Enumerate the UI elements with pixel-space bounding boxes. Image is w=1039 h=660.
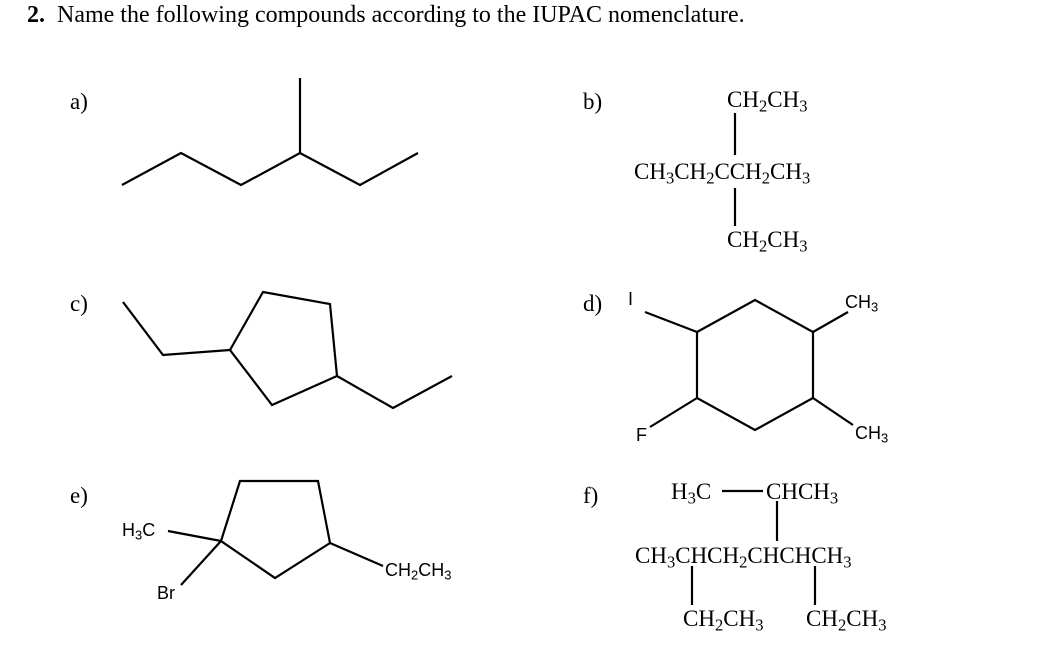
structure-e-bond-ethyl [329,541,384,568]
question-heading: 2. Name the following compounds accordin… [27,3,745,27]
f-main-chain: CH3CHCH2CHCHCH3 [635,543,852,572]
b-ethyl-bottom: CH2CH3 [727,227,808,256]
structure-d-bond-f [649,397,698,428]
b-main-chain: CH3CH2CCH2CH3 [634,159,811,188]
part-d-label: d) [583,291,603,316]
f-ethyl-right: CH2CH3 [806,606,887,635]
b-ethyl-top: CH2CH3 [727,87,808,116]
e-bromo: Br [157,583,175,603]
structure-c-ring [228,290,339,407]
e-methyl: H3C [122,520,156,543]
structure-d-bond-ch3-bottom [812,397,854,426]
part-f-label: f) [583,483,599,508]
part-e-label: e) [70,483,88,508]
d-methyl-bottom: CH3 [855,423,889,446]
f-chch3: CHCH3 [766,479,839,508]
question-number: 2. [27,2,45,28]
structure-a-chain [121,151,419,187]
part-b-label: b) [583,89,603,114]
structure-d-ring [695,298,815,432]
f-ethyl-left: CH2CH3 [683,606,764,635]
structure-c-ethyl-right [336,375,453,410]
f-h3c: H3C [671,479,712,508]
d-iodo: I [628,289,634,309]
structure-e-bond-br [180,540,222,586]
d-methyl-top: CH3 [845,292,879,315]
structure-c-ethyl-left [122,301,231,357]
structure-e-ring [219,479,332,580]
question-text: Name the following compounds according t… [57,2,745,28]
structure-e-bond-h3c [167,529,222,543]
part-a-label: a) [70,89,88,114]
structure-d-bond-ch3-top [812,311,849,333]
d-fluoro: F [636,425,647,445]
e-ethyl: CH2CH3 [385,560,452,583]
structure-d-bond-i [644,310,698,334]
part-c-label: c) [70,291,88,316]
